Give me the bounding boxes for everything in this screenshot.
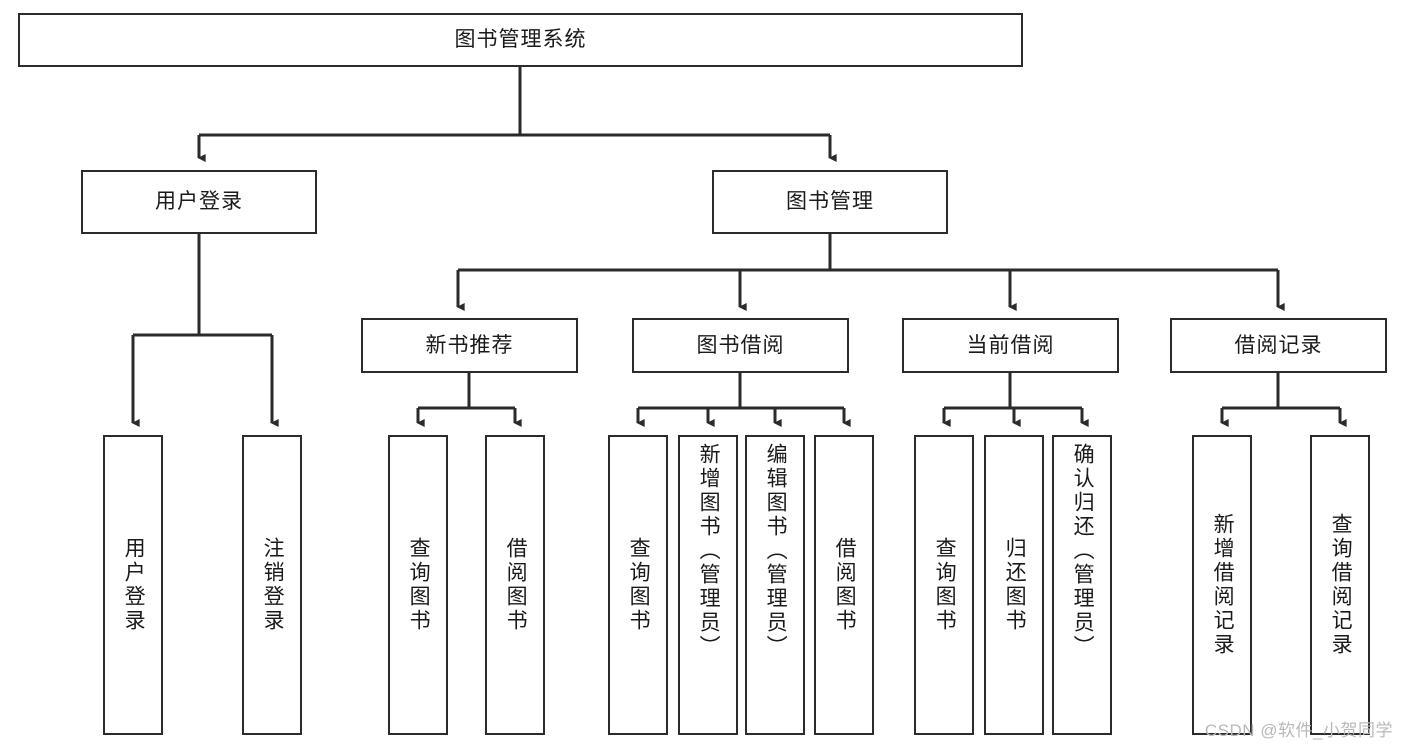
node-leaf-return-book[interactable]: 归还图书 <box>984 435 1044 735</box>
edge-group-root <box>197 67 837 162</box>
node-current-borrow-label: 当前借阅 <box>966 333 1055 357</box>
node-leaf-user-login-label: 用户登录 <box>122 537 146 633</box>
node-leaf-edit-book-admin[interactable]: 编辑图书（管理员） <box>745 435 805 735</box>
node-leaf-confirm-return-admin-label: 确认归还（管理员） <box>1071 443 1095 659</box>
node-book-management-label: 图书管理 <box>786 190 874 214</box>
node-new-book-recommend-label: 新书推荐 <box>425 333 514 357</box>
edge-group-borrow <box>636 373 851 427</box>
node-leaf-borrow-book-label: 借阅图书 <box>833 537 857 633</box>
edge-group-new-books <box>416 373 522 427</box>
node-leaf-user-login[interactable]: 用户登录 <box>103 435 163 735</box>
node-leaf-borrow-book-new[interactable]: 借阅图书 <box>485 435 545 735</box>
node-leaf-borrow-book[interactable]: 借阅图书 <box>814 435 874 735</box>
node-book-borrow[interactable]: 图书借阅 <box>632 318 849 373</box>
node-leaf-borrow-book-new-label: 借阅图书 <box>504 537 528 633</box>
edge-group-user-login <box>131 234 279 427</box>
node-leaf-add-book-admin[interactable]: 新增图书（管理员） <box>678 435 738 735</box>
node-root-system-label: 图书管理系统 <box>454 28 587 52</box>
node-leaf-query-book-current-label: 查询图书 <box>933 537 957 633</box>
node-user-login-label: 用户登录 <box>155 190 243 214</box>
node-leaf-return-book-label: 归还图书 <box>1003 537 1027 633</box>
node-borrow-records-label: 借阅记录 <box>1234 333 1323 357</box>
node-leaf-query-book-current[interactable]: 查询图书 <box>914 435 974 735</box>
node-book-management[interactable]: 图书管理 <box>712 170 948 234</box>
edge-group-records <box>1220 373 1347 427</box>
node-leaf-query-book-borrow[interactable]: 查询图书 <box>608 435 668 735</box>
node-leaf-query-book-new[interactable]: 查询图书 <box>388 435 448 735</box>
node-user-login[interactable]: 用户登录 <box>81 170 317 234</box>
node-leaf-edit-book-admin-label: 编辑图书（管理员） <box>764 443 788 659</box>
node-leaf-add-book-admin-label: 新增图书（管理员） <box>697 443 721 659</box>
node-leaf-query-borrow-record-label: 查询借阅记录 <box>1329 513 1353 657</box>
node-leaf-logout-label: 注销登录 <box>261 537 285 633</box>
node-book-borrow-label: 图书借阅 <box>696 333 785 357</box>
edge-group-book-mgmt <box>456 234 1285 311</box>
node-leaf-query-book-new-label: 查询图书 <box>407 537 431 633</box>
node-leaf-logout[interactable]: 注销登录 <box>242 435 302 735</box>
node-root-system[interactable]: 图书管理系统 <box>18 13 1023 67</box>
node-current-borrow[interactable]: 当前借阅 <box>902 318 1119 373</box>
node-leaf-query-book-borrow-label: 查询图书 <box>627 537 651 633</box>
node-leaf-confirm-return-admin[interactable]: 确认归还（管理员） <box>1052 435 1112 735</box>
node-new-book-recommend[interactable]: 新书推荐 <box>361 318 578 373</box>
node-leaf-add-borrow-record[interactable]: 新增借阅记录 <box>1192 435 1252 735</box>
node-leaf-add-borrow-record-label: 新增借阅记录 <box>1211 513 1235 657</box>
edge-group-current-borrow <box>942 373 1089 427</box>
node-leaf-query-borrow-record[interactable]: 查询借阅记录 <box>1310 435 1370 735</box>
node-borrow-records[interactable]: 借阅记录 <box>1170 318 1387 373</box>
